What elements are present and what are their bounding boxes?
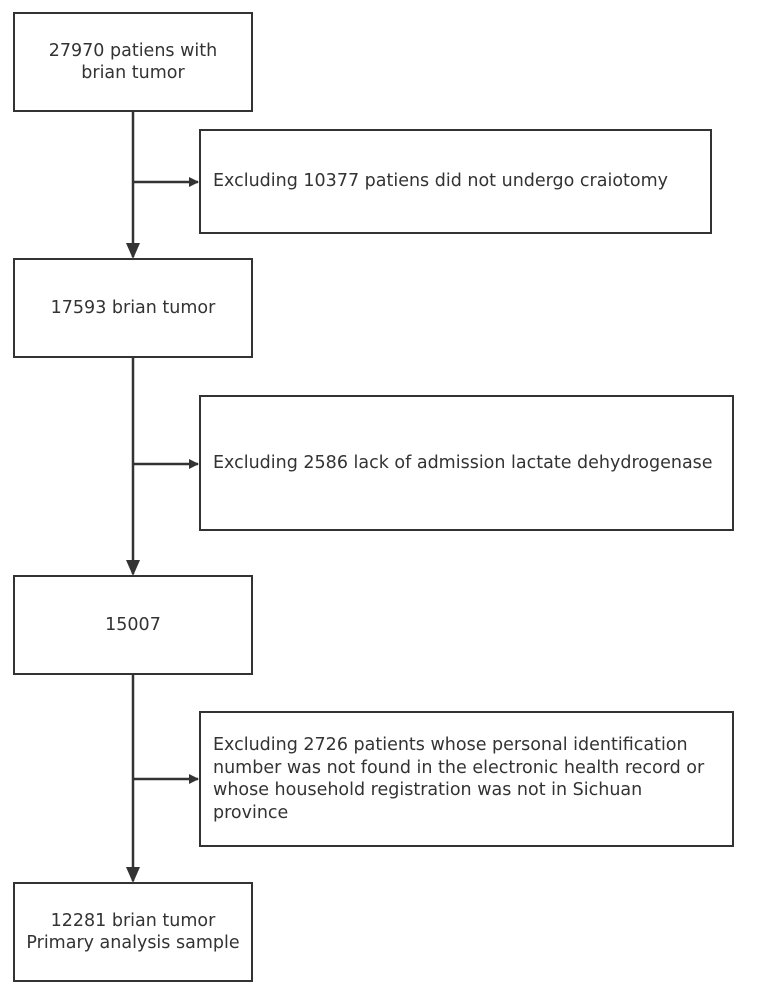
exclusion3-text: Excluding 2726 patients whose personal i…: [213, 735, 705, 823]
exclusion2-text: Excluding 2586 lack of admission lactate…: [213, 452, 713, 473]
exclusion3-box: Excluding 2726 patients whose personal i…: [199, 711, 734, 847]
step2-box: 17593 brian tumor: [13, 258, 253, 358]
step4-text: 12281 brian tumor Primary analysis sampl…: [26, 910, 240, 954]
step1-text: 27970 patiens with brian tumor: [48, 40, 218, 84]
exclusion1-box: Excluding 10377 patiens did not undergo …: [199, 129, 712, 234]
step3-box: 15007: [13, 575, 253, 675]
step3-text: 15007: [105, 614, 161, 635]
exclusion2-box: Excluding 2586 lack of admission lactate…: [199, 395, 734, 531]
exclusion1-text: Excluding 10377 patiens did not undergo …: [213, 171, 669, 192]
step4-box: 12281 brian tumor Primary analysis sampl…: [13, 882, 253, 982]
step1-box: 27970 patiens with brian tumor: [13, 12, 253, 112]
step2-text: 17593 brian tumor: [50, 297, 216, 318]
